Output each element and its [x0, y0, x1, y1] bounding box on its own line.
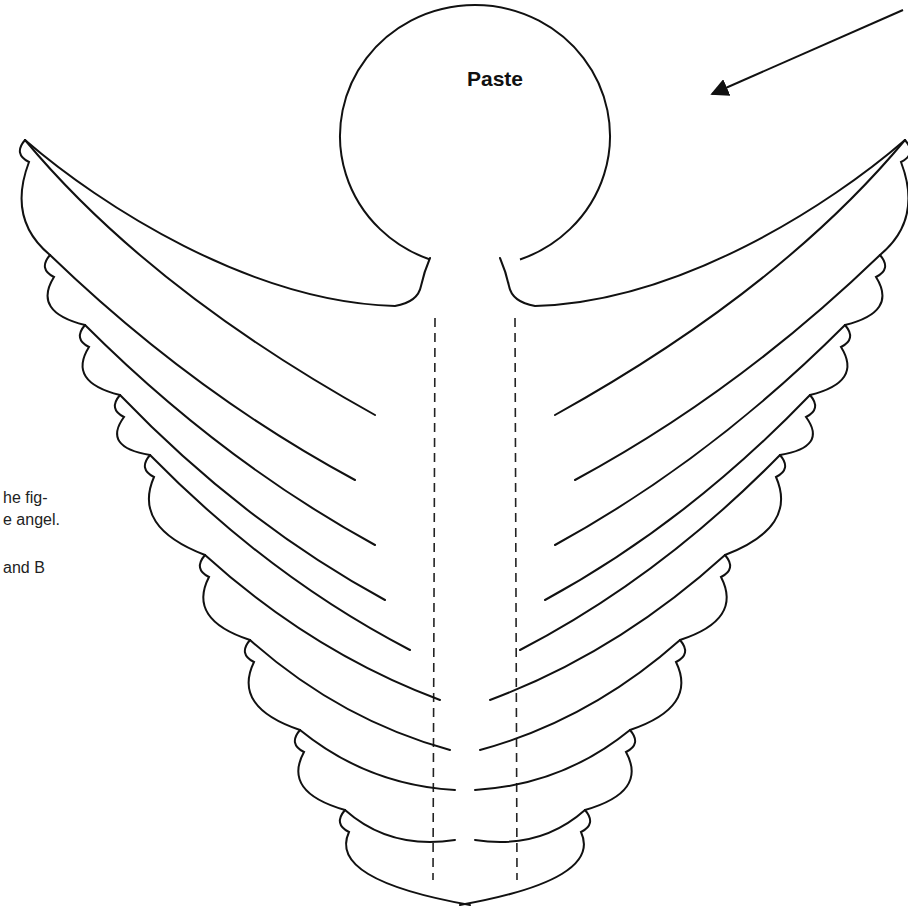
feather-outline: [585, 730, 635, 810]
caption-fragment: e angel.: [3, 510, 60, 529]
feather-line: [150, 455, 410, 650]
feather-line: [300, 730, 455, 790]
feather-outline: [295, 730, 345, 810]
feather-line: [475, 810, 585, 842]
feather-line: [480, 640, 680, 750]
feather-line: [555, 325, 845, 545]
fold-line: [515, 318, 517, 880]
feather-line: [490, 555, 725, 700]
feather-line: [520, 455, 780, 650]
feather-outline: [725, 455, 785, 555]
caption-fragment: and B: [3, 558, 45, 577]
feather-line: [50, 255, 355, 480]
feather-outline: [630, 640, 685, 730]
feather-outline: [340, 810, 470, 905]
wing-edge: [25, 140, 430, 306]
paste-label: Paste: [340, 5, 610, 91]
feather-outline: [145, 455, 205, 555]
feather-line: [205, 555, 440, 700]
feather-outline: [880, 140, 908, 255]
head-outline: [340, 5, 610, 267]
head-circle: Paste: [340, 5, 610, 267]
feather-line: [555, 140, 905, 415]
feather-line: [545, 395, 810, 600]
caption-fragment: he fig-: [3, 488, 47, 507]
fold-line: [433, 318, 435, 880]
pointer-arrow: [712, 10, 903, 94]
head-outline-path: [340, 5, 610, 260]
feather-outline: [680, 555, 730, 640]
feather-line: [475, 730, 630, 790]
feather-line: [25, 140, 375, 415]
feather-outline: [200, 555, 250, 640]
feather-outline: [80, 325, 120, 395]
feather-outline: [780, 395, 815, 455]
feather-outline: [115, 395, 150, 455]
feather-outline: [245, 640, 300, 730]
feather-outline: [845, 255, 885, 325]
feather-line: [250, 640, 450, 750]
feather-outline: [460, 810, 590, 905]
wing-edge: [500, 140, 905, 306]
feather-line: [120, 395, 385, 600]
feather-line: [345, 810, 455, 842]
feather-outline: [20, 140, 50, 255]
feather-line: [575, 255, 880, 480]
feather-outline: [810, 325, 850, 395]
feather-outline: [45, 255, 85, 325]
wings: [20, 140, 908, 905]
feather-line: [85, 325, 375, 545]
